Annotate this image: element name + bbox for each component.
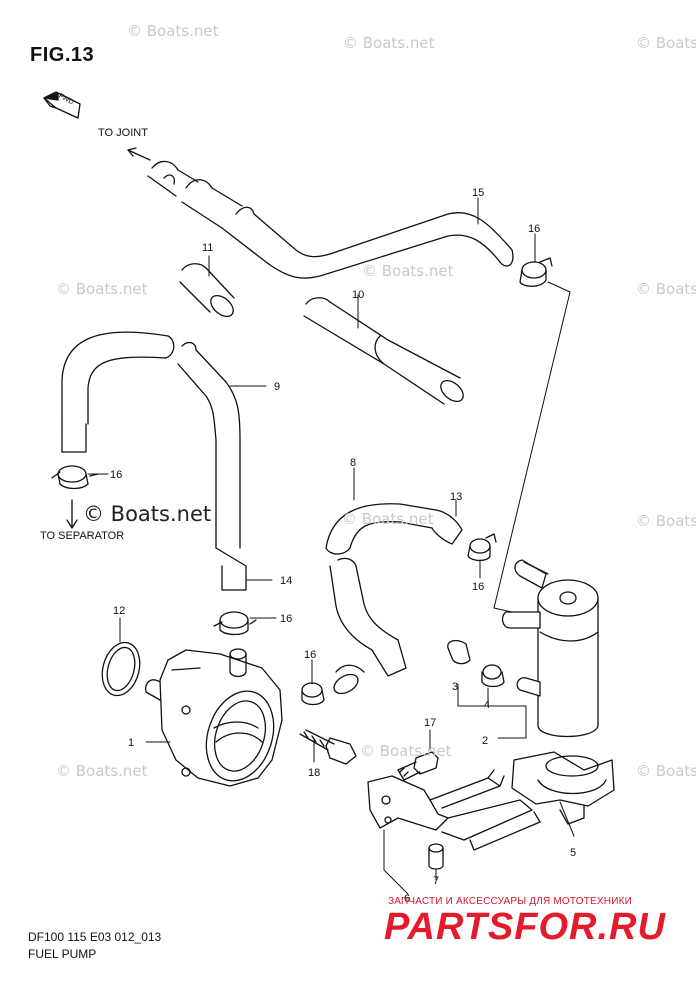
hose-10 [303, 297, 464, 405]
watermark: © Boats.net [343, 34, 435, 52]
clamp-16-bottom [301, 682, 325, 706]
callout-13: 13 [450, 491, 462, 503]
callout-11: 11 [202, 242, 213, 254]
hose-15 [147, 160, 514, 279]
callout-16-a: 16 [528, 223, 540, 235]
fwd-arrow-icon [43, 91, 81, 119]
callout-4: 4 [484, 699, 490, 711]
figure-title: FIG.13 [30, 44, 95, 66]
to-joint-label: TO JOINT [98, 127, 148, 139]
callout-16-b: 16 [110, 469, 122, 481]
callout-12: 12 [113, 605, 125, 617]
clamp-16-left [51, 465, 99, 490]
callout-9: 9 [274, 381, 280, 393]
watermark-main: © Boats.net [83, 502, 212, 526]
callout-5: 5 [570, 847, 576, 859]
callout-8: 8 [350, 457, 356, 469]
callout-18: 18 [308, 767, 320, 779]
bracket-6 [367, 769, 541, 851]
watermark: © Boats.net [360, 742, 452, 760]
watermark: © Boats.net [636, 34, 696, 52]
diagram-name: FUEL PUMP [28, 947, 97, 961]
callout-10: 10 [352, 289, 364, 301]
bracket-5 [511, 751, 615, 825]
callout-6: 6 [404, 893, 410, 905]
clamp-16-right [467, 533, 497, 562]
watermark: © Boats.net [636, 762, 696, 780]
to-joint-arrow [127, 149, 151, 161]
watermark: © Boats.net [636, 280, 696, 298]
hose-11 [179, 263, 235, 318]
callout-1: 1 [128, 737, 134, 749]
leader-lines [87, 197, 575, 895]
o-ring-12 [101, 641, 141, 697]
fitting-3 [447, 639, 471, 665]
callout-15: 15 [472, 187, 484, 199]
watermark: © Boats.net [342, 510, 434, 528]
callout-2: 2 [482, 735, 488, 747]
watermark: © Boats.net [362, 262, 454, 280]
bolt-18 [299, 729, 357, 765]
clamp-16-top [519, 257, 553, 287]
watermark: © Boats.net [56, 762, 148, 780]
clamp-4 [481, 664, 505, 688]
callout-17: 17 [424, 717, 436, 729]
callout-7: 7 [433, 875, 439, 887]
to-separator-label: TO SEPARATOR [40, 530, 125, 542]
callout-16-e: 16 [472, 581, 484, 593]
callout-16-d: 16 [304, 649, 316, 661]
brand-tagline: ЗАПЧАСТИ И АКСЕССУАРЫ ДЛЯ МОТОТЕХНИКИ [388, 896, 633, 907]
hose-9 [61, 331, 247, 591]
watermark: © Boats.net [636, 512, 696, 530]
collar-7 [428, 843, 444, 870]
callout-numbers: 1 2 3 4 5 6 7 8 9 10 11 12 13 14 15 16 1… [110, 187, 576, 905]
callout-14: 14 [280, 575, 292, 587]
clamp-16-mid [213, 611, 257, 636]
callout-16-c: 16 [280, 613, 292, 625]
brand-logo[interactable]: PARTSFOR.RU [384, 906, 666, 948]
hose-8 [325, 503, 463, 695]
bolt-17 [397, 751, 439, 781]
watermark: © Boats.net [127, 22, 219, 40]
watermark: © Boats.net [56, 280, 148, 298]
callout-3: 3 [452, 681, 458, 693]
diagram-code: DF100 115 E03 012_013 [28, 930, 162, 944]
fuel-filter-2 [501, 559, 599, 738]
fuel-pump-1 [144, 648, 283, 787]
